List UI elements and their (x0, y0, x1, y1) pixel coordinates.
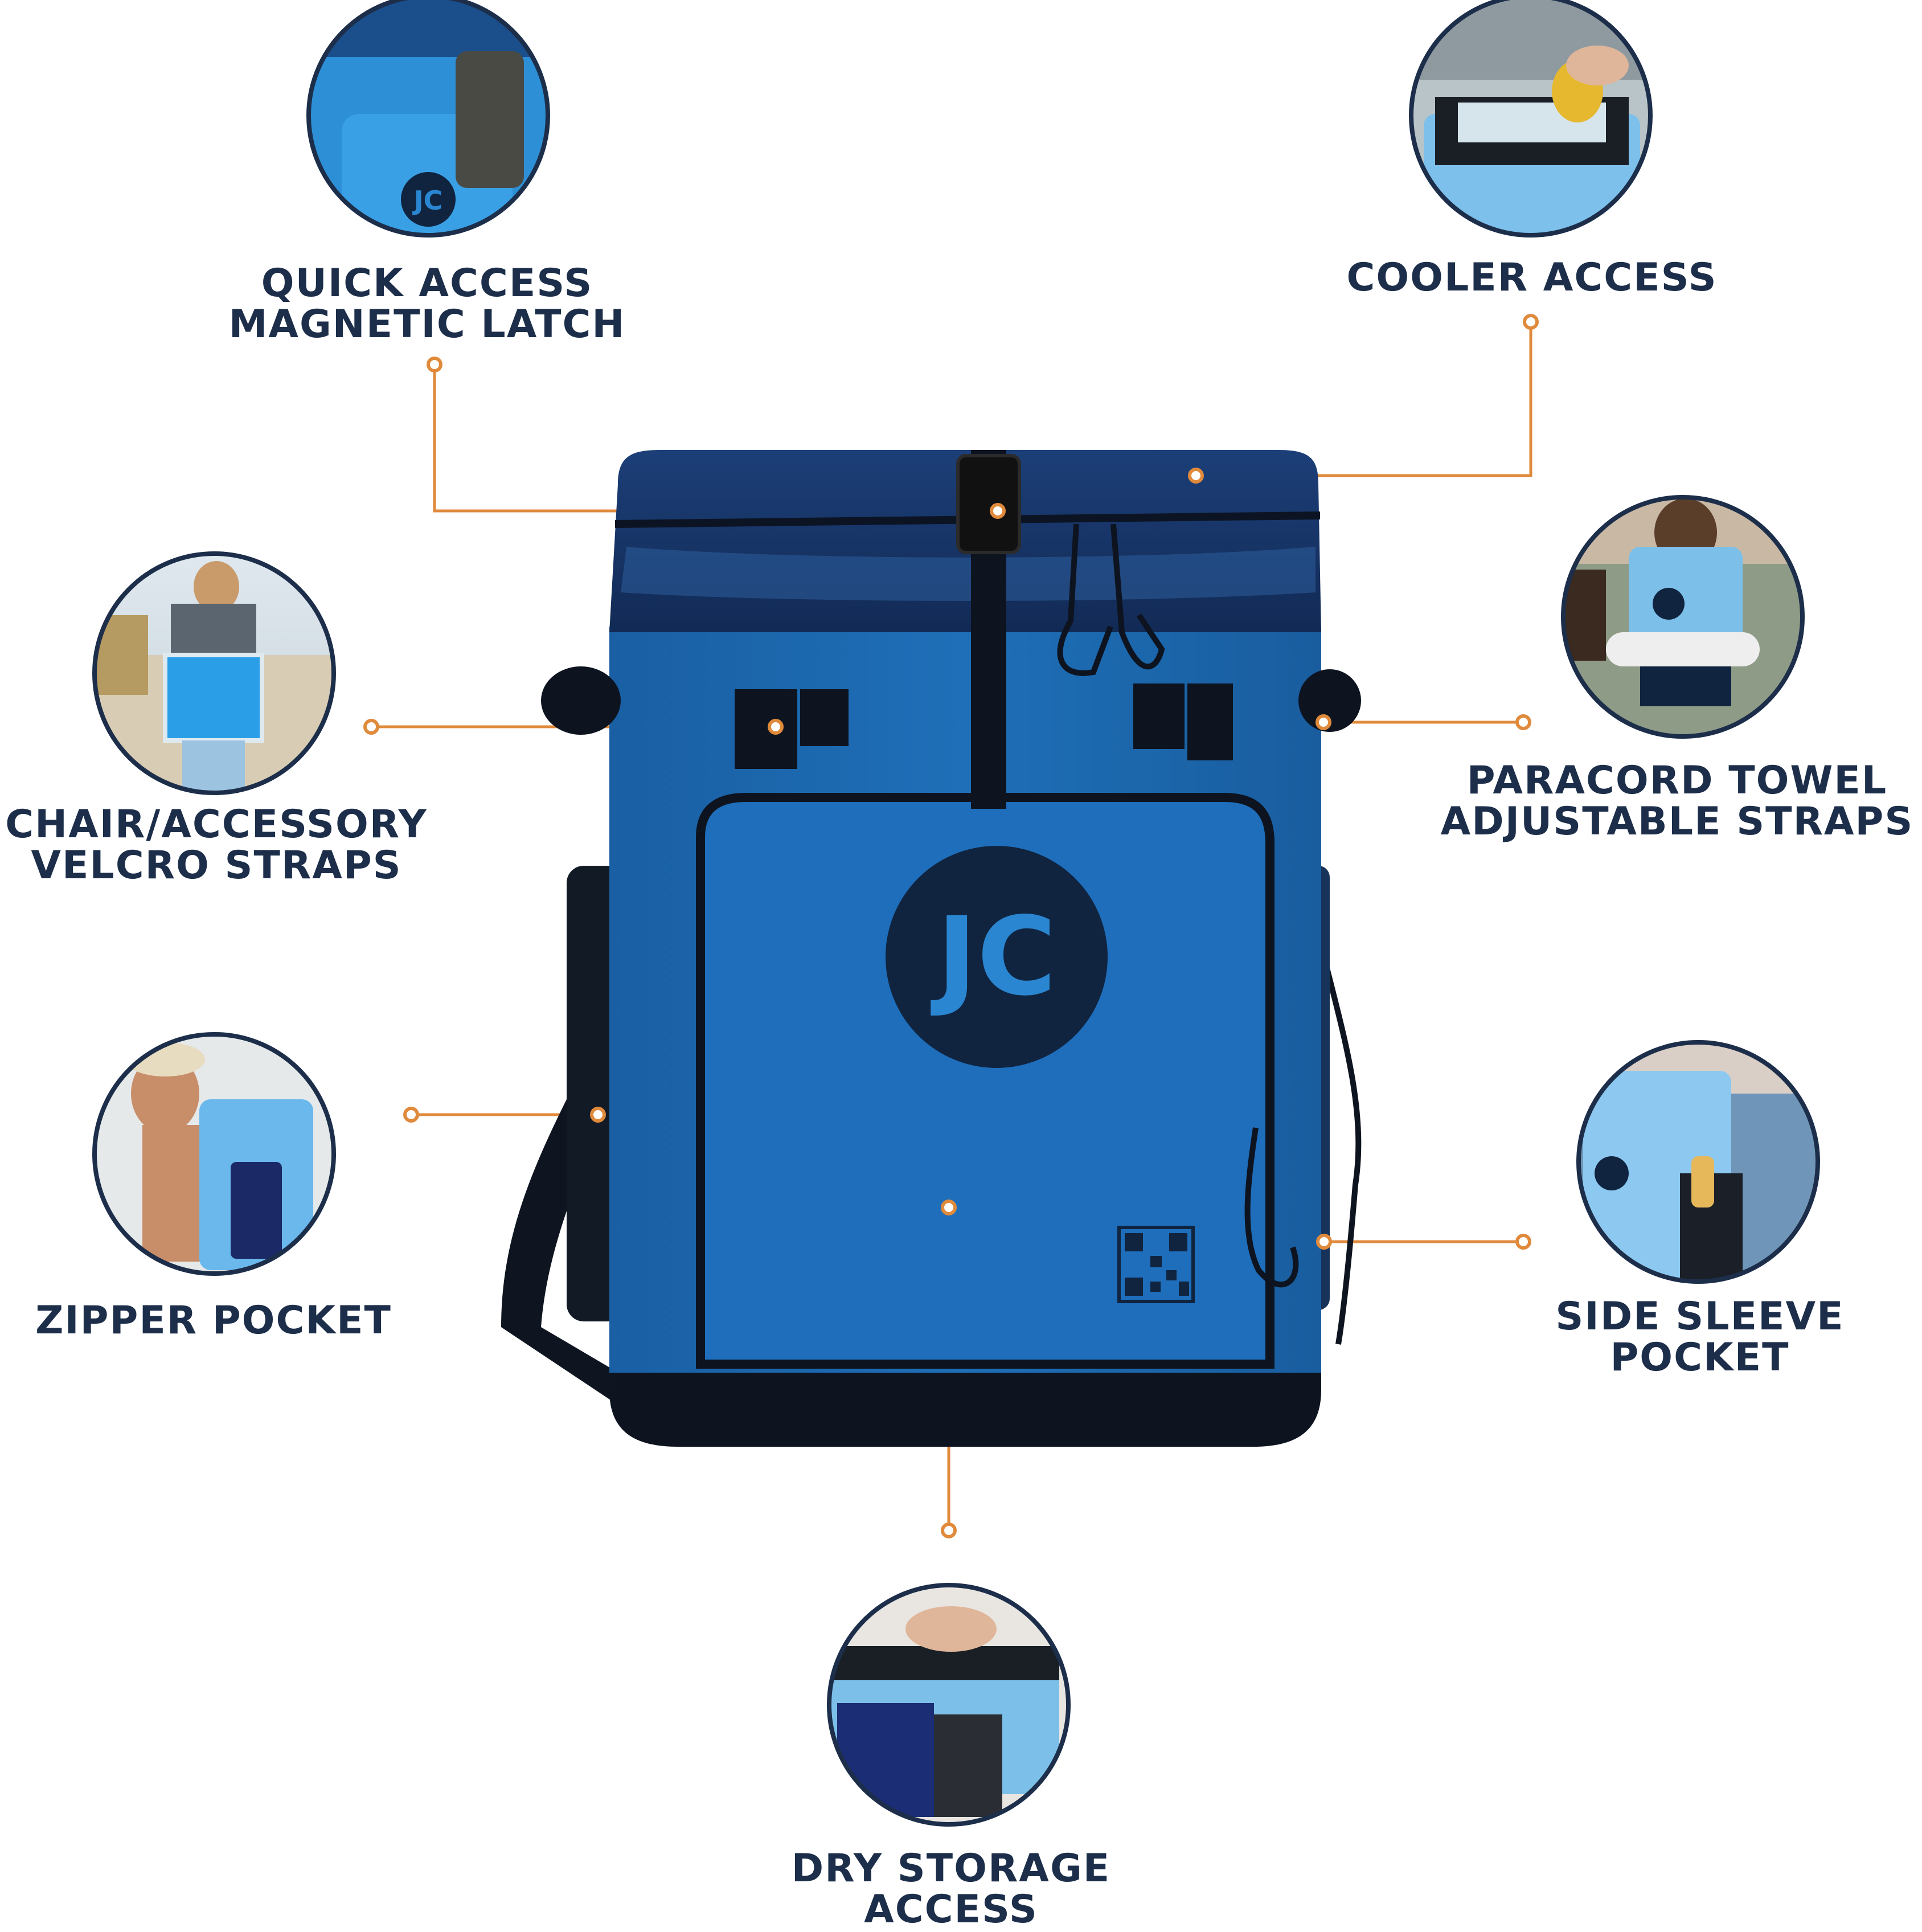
label-side-sleeve-line2: POCKET (1610, 1335, 1790, 1380)
svg-text:JC: JC (412, 185, 443, 216)
dot-zipper-label (403, 1107, 419, 1123)
label-side-sleeve-line1: SIDE SLEEVE (1555, 1294, 1845, 1339)
towel-photo (1561, 495, 1805, 739)
label-cooler-access-line1: COOLER ACCESS (1346, 255, 1718, 300)
dot-sleeve-label (1515, 1234, 1531, 1250)
label-zipper-pocket-line1: ZIPPER POCKET (35, 1298, 392, 1343)
label-paracord-straps-line1: PARACORD TOWEL (1466, 758, 1888, 803)
sleeve-photo (1576, 1040, 1820, 1284)
dot-magnetic-latch-target (990, 503, 1006, 519)
dot-velcro-label (363, 719, 379, 735)
backpack-product: JC (501, 450, 1362, 1447)
dot-magnetic-latch-label (427, 357, 442, 373)
lid-highlight (621, 547, 1316, 601)
callout-dots (363, 314, 1539, 1538)
dot-sleeve-target (1316, 1234, 1332, 1250)
label-magnetic-latch: QUICK ACCESS MAGNETIC LATCH (216, 263, 638, 345)
label-dry-storage-line2: ACCESS (864, 1887, 1038, 1932)
label-velcro-straps-line1: CHAIR/ACCESSORY (5, 802, 428, 847)
label-paracord-straps: PARACORD TOWEL ADJUSTABLE STRAPS (1432, 760, 1922, 842)
bag-base (609, 1373, 1321, 1447)
logo-text: JC (931, 894, 1056, 1020)
qr-code (1117, 1226, 1195, 1303)
logo-disc (886, 846, 1108, 1068)
cooler-photo (1409, 0, 1653, 238)
dot-velcro-target (768, 719, 784, 735)
velcro-strap-right-2 (1187, 683, 1233, 760)
label-velcro-straps: CHAIR/ACCESSORY VELCRO STRAPS (0, 804, 433, 886)
right-side-handle (1298, 669, 1361, 732)
dot-zipper-target (590, 1107, 606, 1123)
dot-paracord-target (1316, 714, 1331, 730)
velcro-strap-right (1133, 683, 1185, 749)
latch-photo: JC (306, 0, 550, 238)
velcro-strap-left-2 (800, 689, 849, 746)
label-dry-storage-line1: DRY STORAGE (791, 1846, 1111, 1891)
dot-dry-label (941, 1522, 957, 1538)
label-zipper-pocket: ZIPPER POCKET (11, 1300, 416, 1341)
label-paracord-straps-line2: ADJUSTABLE STRAPS (1440, 799, 1914, 844)
label-magnetic-latch-line1: QUICK ACCESS (261, 261, 593, 306)
label-cooler-access: COOLER ACCESS (1321, 257, 1743, 298)
dot-cooler-label (1523, 314, 1539, 330)
dot-cooler-target (1188, 468, 1204, 484)
zipper-pull-loops (1057, 523, 1165, 676)
left-shoulder-strap (501, 1094, 638, 1418)
left-side-handle (541, 666, 621, 735)
dot-paracord-label (1515, 714, 1531, 730)
velcro-strap-left (735, 689, 797, 769)
dot-dry-target (941, 1200, 957, 1215)
chair-photo (92, 551, 336, 795)
label-magnetic-latch-line2: MAGNETIC LATCH (228, 302, 626, 347)
right-side-cord (1318, 944, 1362, 1345)
dry-photo (827, 1583, 1071, 1827)
front-pocket (696, 793, 1274, 1369)
label-dry-storage: DRY STORAGE ACCESS (746, 1848, 1156, 1930)
side-zipper-pull (1244, 1127, 1299, 1288)
label-velcro-straps-line2: VELCRO STRAPS (31, 843, 402, 888)
magnetic-buckle (956, 454, 1021, 554)
label-side-sleeve: SIDE SLEEVE POCKET (1498, 1296, 1902, 1378)
man-photo (92, 1032, 336, 1276)
